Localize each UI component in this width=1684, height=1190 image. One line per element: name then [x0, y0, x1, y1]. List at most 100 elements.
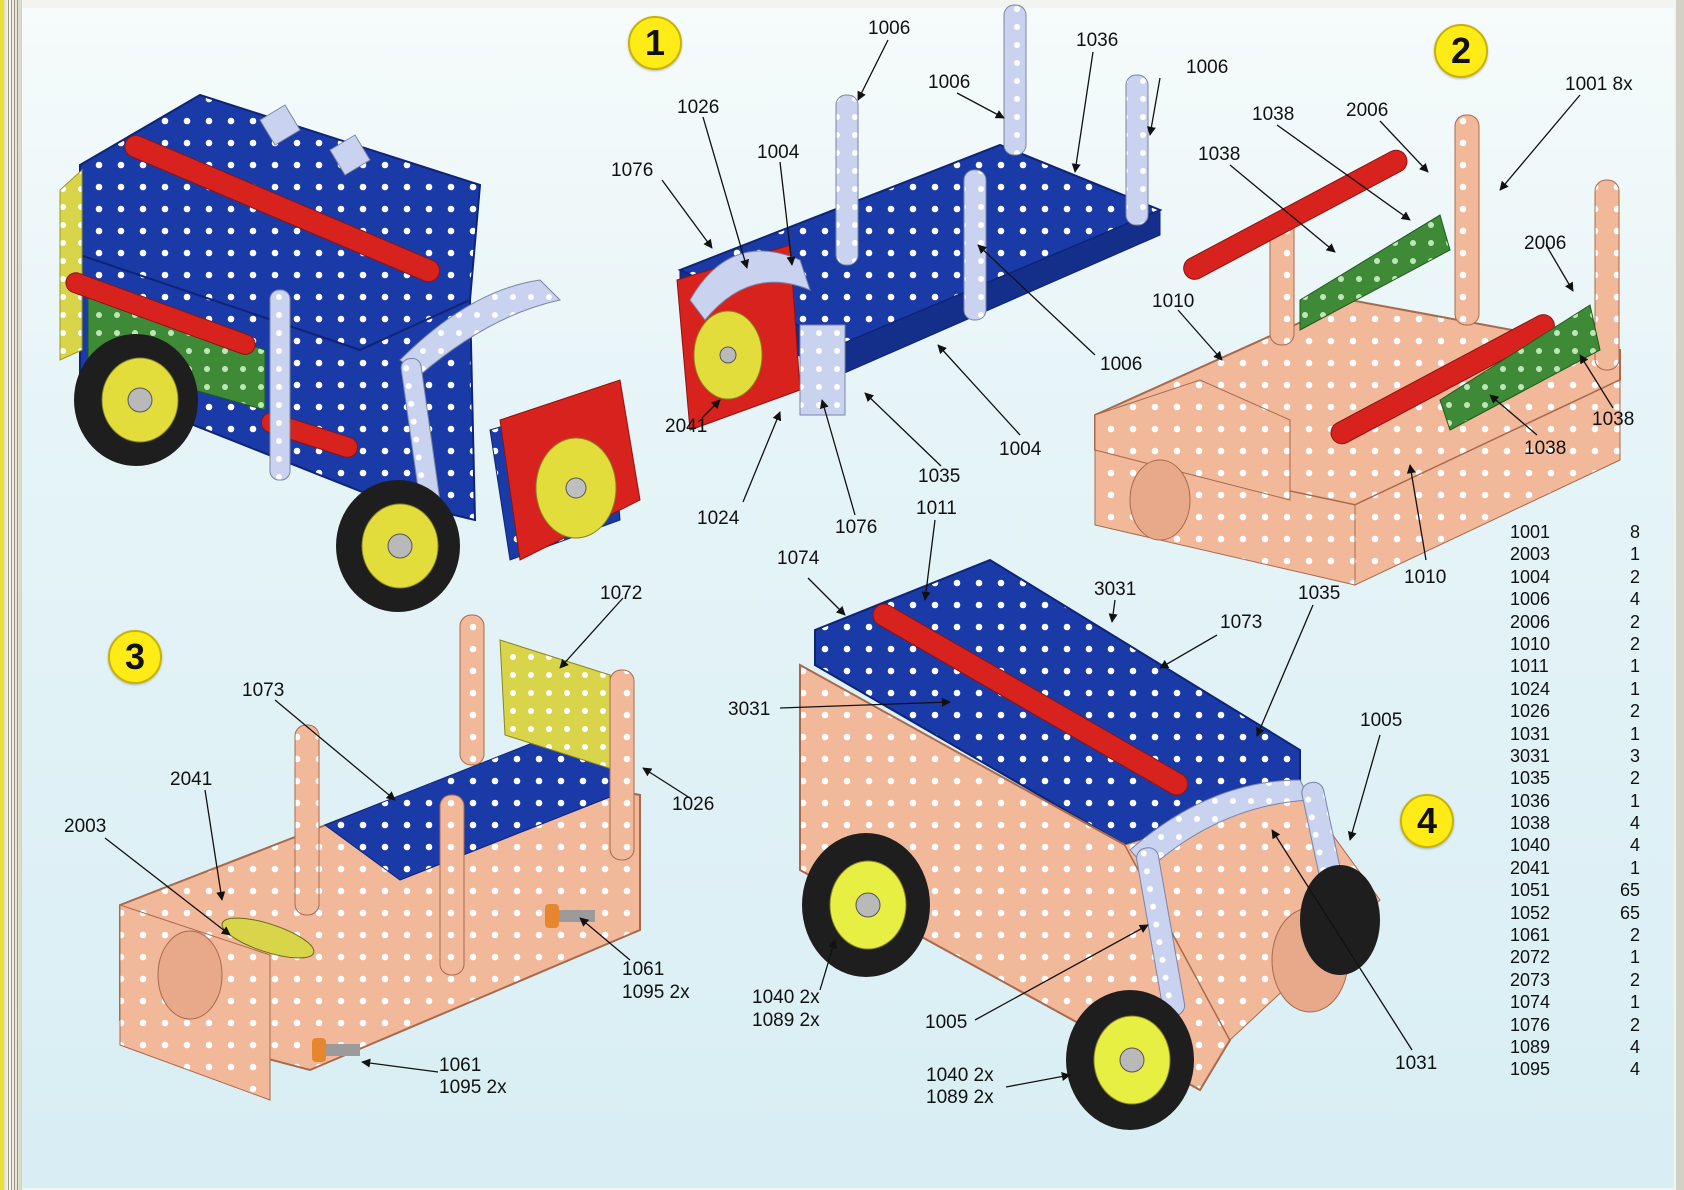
part-quantity: 8 — [1629, 522, 1640, 542]
part-number: 1001 — [1510, 522, 1551, 542]
part-number: 1095 — [1510, 1059, 1551, 1080]
step3-callouts: 1072 1073 2041 2003 1026 1061 1095 2x 10… — [64, 583, 714, 1098]
callout-label: 1006 — [1186, 57, 1228, 78]
step-4-badge: 4 — [1400, 794, 1454, 848]
part-number: 1011 — [1510, 656, 1549, 677]
spine-edge-stripe — [0, 0, 4, 1190]
step1-callouts: 1006 1036 1006 1006 1026 1004 1076 1006 … — [611, 18, 1228, 538]
part-quantity: 1 — [1629, 992, 1640, 1013]
part-number: 2073 — [1510, 969, 1551, 990]
callout-label: 1072 — [600, 583, 642, 604]
step2-illustration — [1094, 114, 1621, 586]
part-quantity: 4 — [1629, 1059, 1640, 1080]
callout-label: 1005 — [925, 1012, 967, 1033]
part-quantity: 2 — [1629, 925, 1640, 946]
parts-row: 1038 4 — [1510, 812, 1640, 834]
part-quantity: 4 — [1629, 813, 1640, 834]
callout-label: 1001 8x — [1565, 74, 1633, 95]
callout-label: 1095 2x — [439, 1077, 507, 1098]
part-number: 3031 — [1510, 745, 1551, 766]
part-quantity: 65 — [1619, 902, 1640, 923]
callout-label: 1076 — [611, 160, 653, 181]
parts-row: 1004 2 — [1510, 566, 1640, 588]
part-quantity: 2 — [1629, 611, 1640, 632]
callout-label: 1076 — [835, 517, 877, 538]
page-edge — [1676, 0, 1684, 1190]
callout-label: 1038 — [1524, 438, 1566, 459]
step1-illustration — [676, 4, 1163, 431]
part-quantity: 1 — [1629, 723, 1640, 744]
parts-row: 1001 8 — [1510, 521, 1640, 543]
part-number: 2006 — [1510, 611, 1551, 632]
step3-illustration — [119, 614, 641, 1101]
finished-model-illustration — [59, 93, 641, 612]
parts-row: 1011 1 — [1510, 655, 1640, 677]
callout-label: 1089 2x — [926, 1087, 994, 1108]
step4-illustration — [799, 558, 1381, 1130]
callout-label: 1024 — [697, 508, 740, 529]
part-quantity: 2 — [1629, 1014, 1640, 1035]
part-quantity: 2 — [1629, 701, 1640, 722]
callout-label: 1074 — [777, 548, 820, 569]
part-number: 1026 — [1510, 701, 1551, 722]
part-number: 1051 — [1510, 880, 1551, 901]
callout-label: 2006 — [1524, 233, 1566, 254]
part-number: 1038 — [1510, 813, 1551, 834]
parts-row: 2006 2 — [1510, 611, 1640, 633]
callout-label: 1010 — [1404, 567, 1446, 588]
part-quantity: 2 — [1629, 566, 1640, 587]
callout-label: 1005 — [1360, 710, 1402, 731]
step-3-badge: 3 — [108, 630, 162, 684]
part-quantity: 1 — [1629, 656, 1640, 677]
part-number: 1061 — [1510, 925, 1551, 946]
part-quantity: 1 — [1629, 857, 1640, 878]
step2-callouts: 1001 8x 1038 2006 1038 2006 1010 1038 10… — [1152, 74, 1634, 588]
part-number: 1052 — [1510, 902, 1551, 923]
callout-label: 3031 — [1094, 579, 1136, 600]
callout-label: 1035 — [918, 466, 960, 487]
callout-label: 2003 — [64, 816, 106, 837]
part-quantity: 4 — [1629, 835, 1640, 856]
parts-row: 2003 1 — [1510, 543, 1640, 565]
parts-row: 1061 2 — [1510, 924, 1640, 946]
callout-label: 1026 — [672, 794, 714, 815]
part-quantity: 4 — [1629, 1036, 1640, 1057]
parts-row: 1095 4 — [1510, 1058, 1640, 1080]
callout-label: 1004 — [757, 142, 800, 163]
callout-label: 1095 2x — [622, 982, 690, 1003]
callout-label: 1061 — [439, 1055, 481, 1076]
callout-label: 1038 — [1198, 144, 1240, 165]
callout-label: 1006 — [1100, 354, 1142, 375]
parts-row: 2072 1 — [1510, 946, 1640, 968]
callout-label: 1031 — [1395, 1053, 1437, 1074]
parts-row: 1052 65 — [1510, 902, 1640, 924]
callout-label: 1006 — [928, 72, 970, 93]
part-quantity: 4 — [1629, 589, 1640, 610]
part-quantity: 1 — [1629, 678, 1640, 699]
callout-label: 1073 — [242, 680, 284, 701]
part-number: 1036 — [1510, 790, 1551, 811]
step4-callouts: 1011 1074 3031 1073 1035 3031 1005 1040 … — [728, 498, 1437, 1108]
part-number: 1004 — [1510, 566, 1551, 587]
step-1-badge: 1 — [628, 16, 682, 70]
part-quantity: 1 — [1629, 544, 1640, 565]
part-number: 2003 — [1510, 544, 1551, 565]
part-quantity: 1 — [1629, 947, 1640, 968]
callout-label: 1073 — [1220, 612, 1262, 633]
callout-label: 2041 — [665, 416, 707, 437]
callout-label: 1040 2x — [926, 1065, 994, 1086]
part-number: 2072 — [1510, 947, 1551, 968]
